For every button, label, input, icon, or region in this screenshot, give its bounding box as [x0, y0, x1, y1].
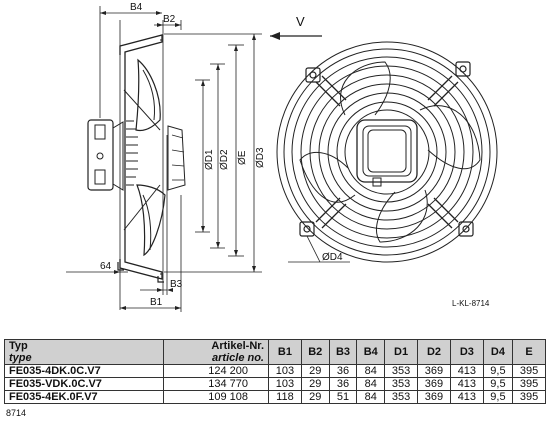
- table-cell: FE035-4DK.0C.V7: [4, 364, 164, 378]
- label-b4: B4: [130, 2, 143, 13]
- table-cell: 118: [268, 390, 302, 404]
- table-cell: 369: [417, 377, 451, 391]
- table-cell: 9,5: [482, 364, 514, 378]
- table-cell: 134 770: [163, 377, 269, 391]
- front-view: V: [270, 14, 498, 263]
- column-header: B2: [300, 339, 330, 365]
- column-header-label: Artikel-Nr.: [211, 340, 264, 352]
- table-cell: FE035-4EK.0F.V7: [4, 390, 164, 404]
- column-header-label: E: [525, 346, 533, 358]
- table-cell: 395: [512, 364, 546, 378]
- column-header-label: Typ: [9, 340, 28, 352]
- table-cell: 353: [384, 390, 419, 404]
- table-cell: 36: [328, 364, 358, 378]
- table-cell: 103: [268, 377, 302, 391]
- column-header-label: B1: [277, 346, 292, 358]
- table-cell: 353: [384, 377, 419, 391]
- label-b2: B2: [163, 14, 176, 25]
- table-cell: 29: [300, 377, 330, 391]
- table-cell: 124 200: [163, 364, 269, 378]
- footer-code: 8714: [6, 408, 27, 418]
- label-64: 64: [100, 261, 112, 272]
- column-header-label: B3: [335, 346, 351, 358]
- table-cell: 103: [268, 364, 302, 378]
- column-header: D4: [482, 339, 514, 365]
- table-cell: 413: [449, 364, 484, 378]
- label-d2: ØD2: [219, 149, 230, 170]
- table-cell: 36: [328, 377, 358, 391]
- column-header: B4: [356, 339, 386, 365]
- column-header-label: D2: [426, 346, 441, 358]
- column-header-sublabel: article no.: [212, 352, 264, 364]
- label-d4: ØD4: [322, 252, 343, 263]
- table-cell: 369: [417, 390, 451, 404]
- table-cell: 84: [356, 364, 386, 378]
- table-cell: 84: [356, 390, 386, 404]
- technical-drawing: B4 B2 64 B3 B1: [66, 2, 498, 312]
- table-cell: 395: [512, 377, 546, 391]
- column-header-label: D4: [490, 346, 505, 358]
- label-e: ØE: [237, 150, 248, 165]
- drawing-code: L-KL-8714: [452, 299, 490, 308]
- side-dimensions: B4 B2 64 B3 B1: [66, 2, 266, 312]
- table-cell: 413: [449, 377, 484, 391]
- table-cell: 395: [512, 390, 546, 404]
- column-header-label: D1: [394, 346, 409, 358]
- view-label-v: V: [296, 14, 305, 29]
- table-cell: 109 108: [163, 390, 269, 404]
- table-cell: 413: [449, 390, 484, 404]
- column-header: Artikel-Nr.article no.: [163, 339, 269, 365]
- label-b1: B1: [150, 297, 163, 308]
- label-d1: ØD1: [204, 149, 215, 170]
- table-cell: 9,5: [482, 390, 514, 404]
- label-b3: B3: [170, 279, 183, 290]
- table-cell: 29: [300, 364, 330, 378]
- table-cell: FE035-VDK.0C.V7: [4, 377, 164, 391]
- table-cell: 29: [300, 390, 330, 404]
- table-cell: 51: [328, 390, 358, 404]
- table-cell: 9,5: [482, 377, 514, 391]
- column-header: B3: [328, 339, 358, 365]
- column-header: E: [512, 339, 546, 365]
- table-cell: 84: [356, 377, 386, 391]
- column-header-label: B2: [308, 346, 323, 358]
- table-cell: 353: [384, 364, 419, 378]
- column-header-sublabel: type: [9, 352, 32, 364]
- column-header-label: D3: [459, 346, 474, 358]
- label-d3: ØD3: [255, 147, 266, 168]
- column-header: D1: [384, 339, 419, 365]
- column-header: B1: [268, 339, 302, 365]
- side-view: [87, 20, 186, 310]
- table-cell: 369: [417, 364, 451, 378]
- column-header-label: B4: [363, 346, 378, 358]
- column-header: D3: [449, 339, 484, 365]
- column-header: D2: [417, 339, 451, 365]
